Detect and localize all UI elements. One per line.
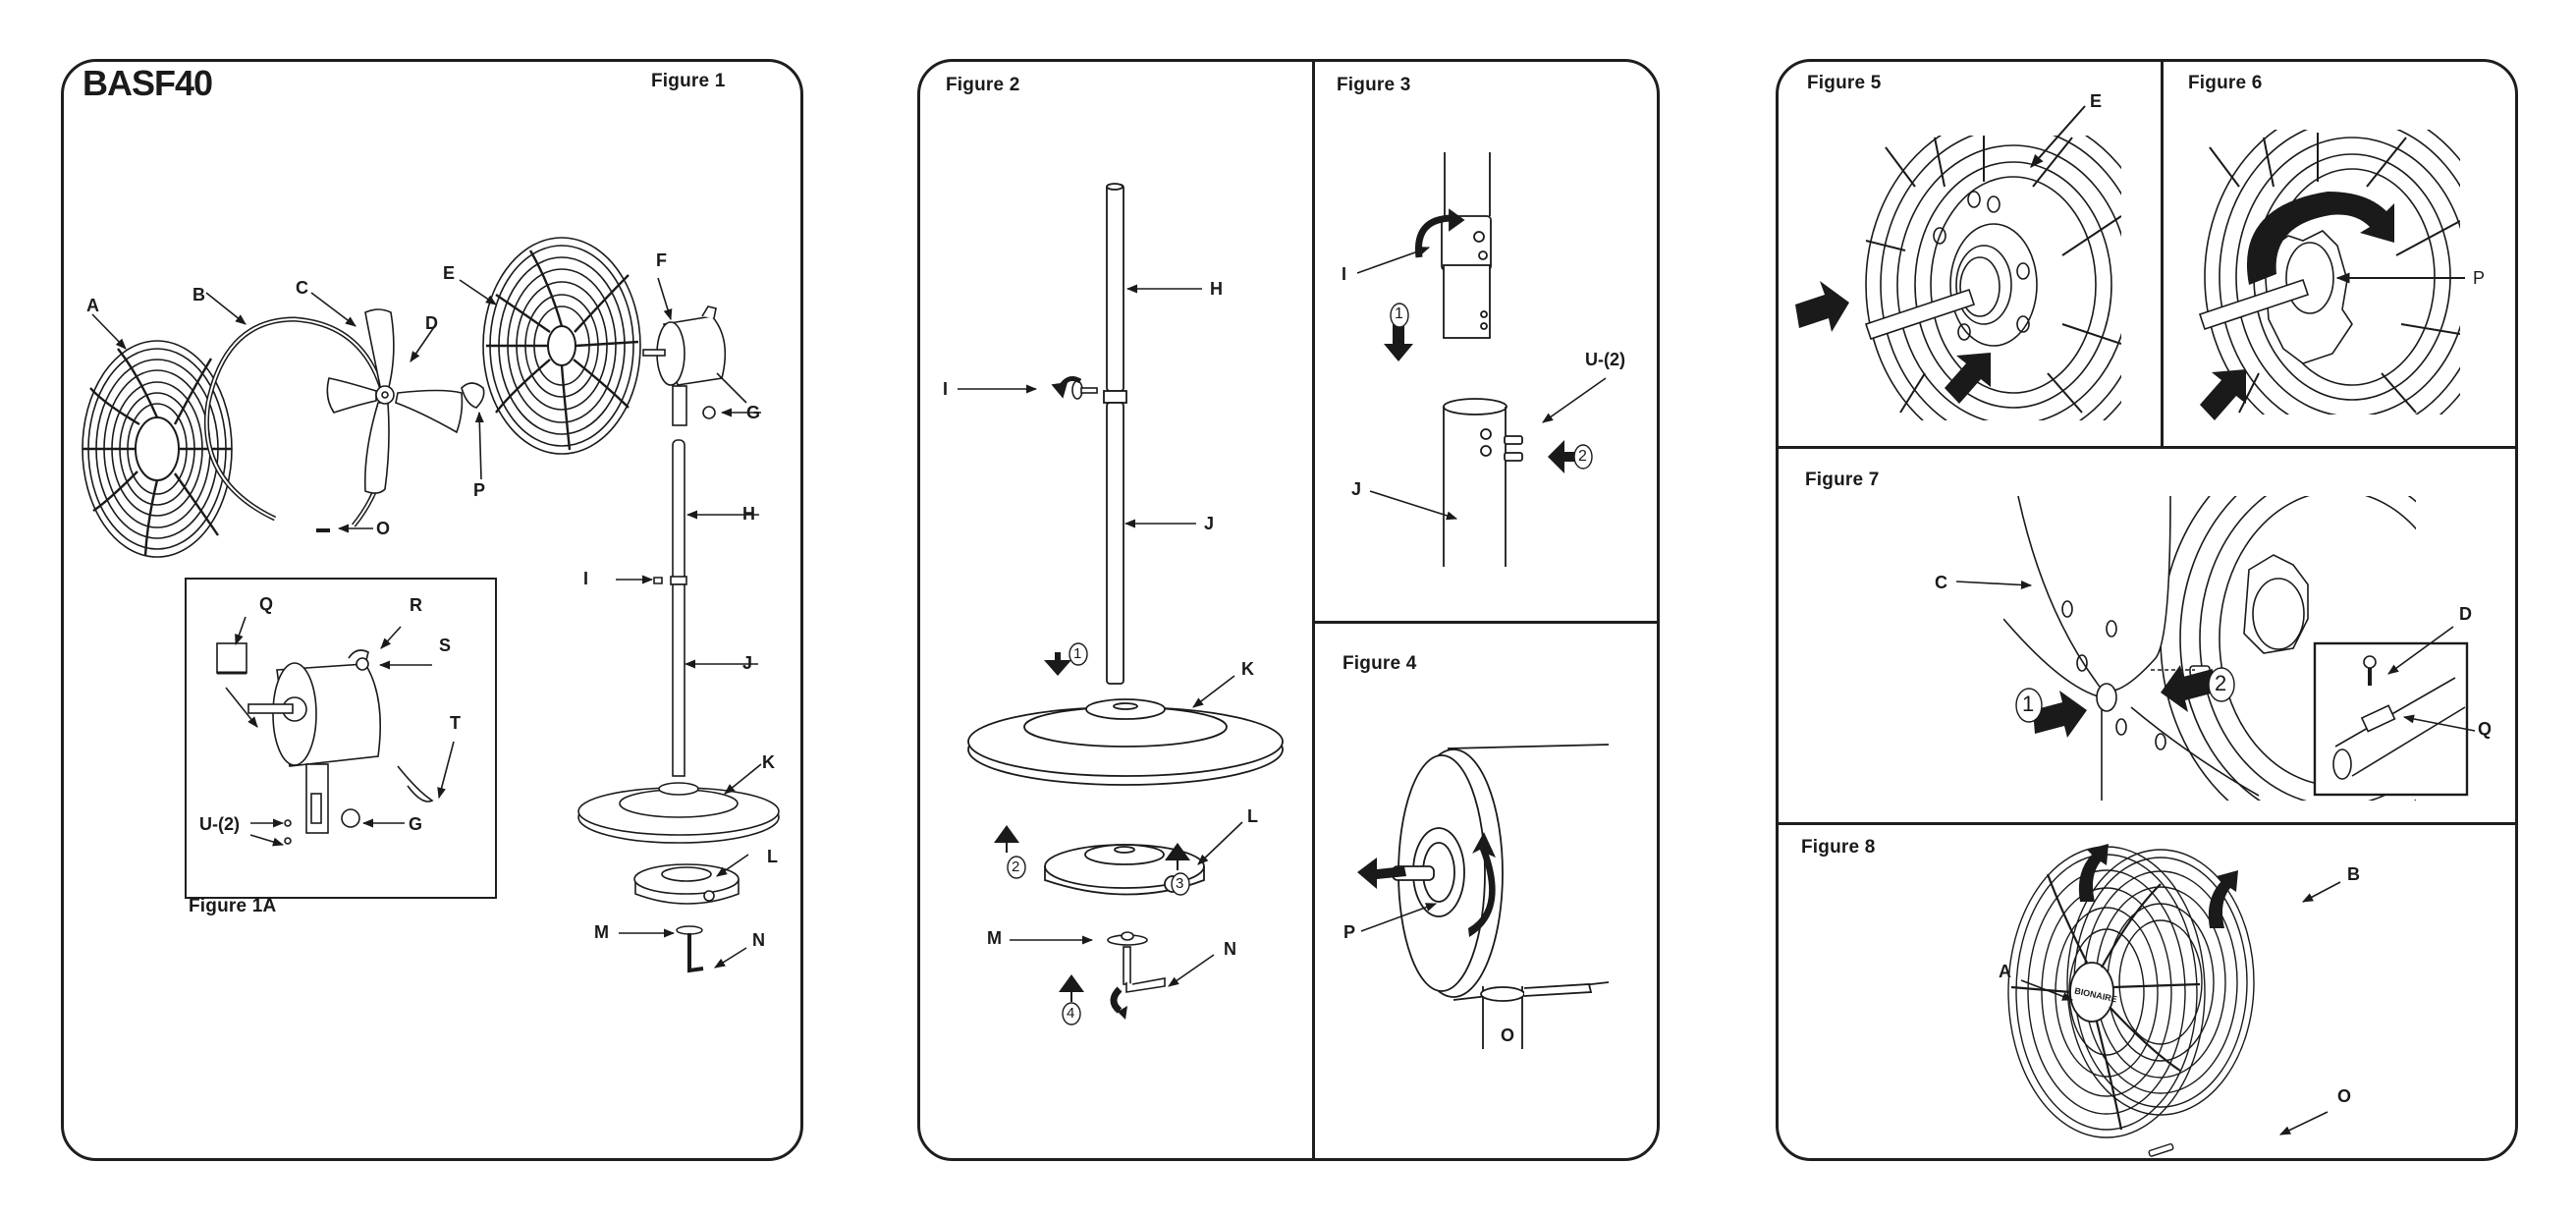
label-s: S: [439, 636, 452, 655]
label-q: Q: [259, 594, 274, 614]
label-b: B: [192, 285, 205, 305]
fig2-label-n: N: [1224, 939, 1236, 959]
label-e: E: [443, 263, 456, 283]
label-k: K: [762, 752, 775, 772]
fig2-label-i: I: [943, 379, 949, 399]
label-d: D: [425, 313, 438, 333]
figure-5-title: Figure 5: [1807, 73, 1882, 93]
figure-3-title: Figure 3: [1337, 75, 1411, 95]
figure-4-title: Figure 4: [1343, 653, 1417, 674]
fig8-label-b: B: [2347, 864, 2360, 884]
fig4-label-o: O: [1501, 1025, 1515, 1045]
fig2-step-3: 3: [1176, 875, 1184, 892]
fig2-step-circles: [1007, 642, 1190, 1025]
fig7-label-d: D: [2459, 604, 2472, 624]
fig7-label-q: Q: [2478, 719, 2493, 739]
fig3-label-u-2: U-(2): [1585, 350, 1625, 369]
label-g: G: [746, 403, 761, 422]
label-n: N: [752, 930, 765, 950]
label-f: F: [656, 250, 667, 270]
fig7-step-2: 2: [2215, 671, 2227, 695]
fig2-base-plate-k: [967, 698, 1284, 786]
divider-fig5-6-fig7: [1778, 446, 2516, 449]
fig3-step-1: 1: [1395, 305, 1403, 322]
fig2-label-k: K: [1241, 659, 1254, 679]
fig3-step-2: 2: [1578, 448, 1587, 465]
fig7-step-1: 1: [2022, 692, 2035, 716]
fig2-step-4: 4: [1067, 1005, 1075, 1022]
figure-1a-inset: [185, 578, 497, 899]
fig3-label-i: I: [1342, 264, 1347, 284]
label-r: R: [410, 595, 422, 615]
label-j: J: [742, 653, 753, 673]
spinner-nut-p: [461, 382, 485, 409]
fig7-label-c: C: [1935, 573, 1947, 592]
fig3-pole-joint: [1414, 152, 1523, 567]
label-h: H: [742, 504, 755, 524]
pole-upper-h-lower-j: [653, 439, 687, 777]
figure-6-title: Figure 6: [2188, 73, 2263, 93]
motor-f: [642, 305, 747, 426]
fig8-fan-guard-assembly: [2007, 846, 2255, 1138]
figure-8-title: Figure 8: [1801, 837, 1876, 858]
fig2-label-j: J: [1204, 514, 1215, 533]
label-u-2: U-(2): [199, 814, 240, 834]
panel-figures-2-4: [917, 59, 1660, 1161]
figure-2-title: Figure 2: [946, 75, 1020, 95]
figure-1a-title: Figure 1A: [189, 896, 277, 916]
fig4-label-p: P: [1343, 922, 1356, 942]
figure-7-title: Figure 7: [1805, 470, 1880, 490]
divider-fig2-fig3: [1312, 61, 1315, 1159]
fig8-label-a: A: [1999, 962, 2011, 981]
figure-1-title: Figure 1: [651, 71, 726, 91]
fig2-label-m: M: [987, 928, 1002, 948]
figure-1a-motor-detail: [216, 642, 434, 845]
fan-blade-c: [326, 308, 464, 494]
divider-fig3-fig4: [1314, 621, 1658, 624]
divider-fig5-fig6: [2161, 61, 2164, 447]
fig2-label-h: H: [1210, 279, 1223, 299]
fig2-step-2: 2: [1012, 859, 1020, 875]
fig2-pole: [1103, 183, 1127, 685]
fig2-label-l: L: [1247, 806, 1258, 826]
fig6-label-p: P: [2473, 268, 2486, 288]
fig2-base-weight-l: [1044, 844, 1205, 896]
label-t: T: [450, 713, 461, 733]
fig5-grille-hub: [1864, 136, 2121, 420]
label-g-1a: G: [409, 814, 423, 834]
divider-fig7-fig8: [1778, 822, 2516, 825]
model-title: BASF40: [82, 63, 213, 103]
label-l: L: [767, 847, 778, 866]
rear-grille-e: [482, 237, 641, 455]
label-a: A: [86, 296, 99, 315]
fig3-label-j: J: [1351, 479, 1362, 499]
label-m: M: [594, 922, 609, 942]
label-o: O: [376, 519, 391, 538]
fig8-label-o: O: [2337, 1086, 2352, 1106]
fig2-step-1: 1: [1073, 645, 1082, 662]
label-p: P: [473, 480, 486, 500]
base-plate-k: [577, 782, 780, 844]
label-c: C: [296, 278, 308, 298]
fig5-label-e: E: [2090, 91, 2103, 111]
label-i: I: [583, 569, 589, 588]
base-weight-l: [633, 863, 740, 905]
